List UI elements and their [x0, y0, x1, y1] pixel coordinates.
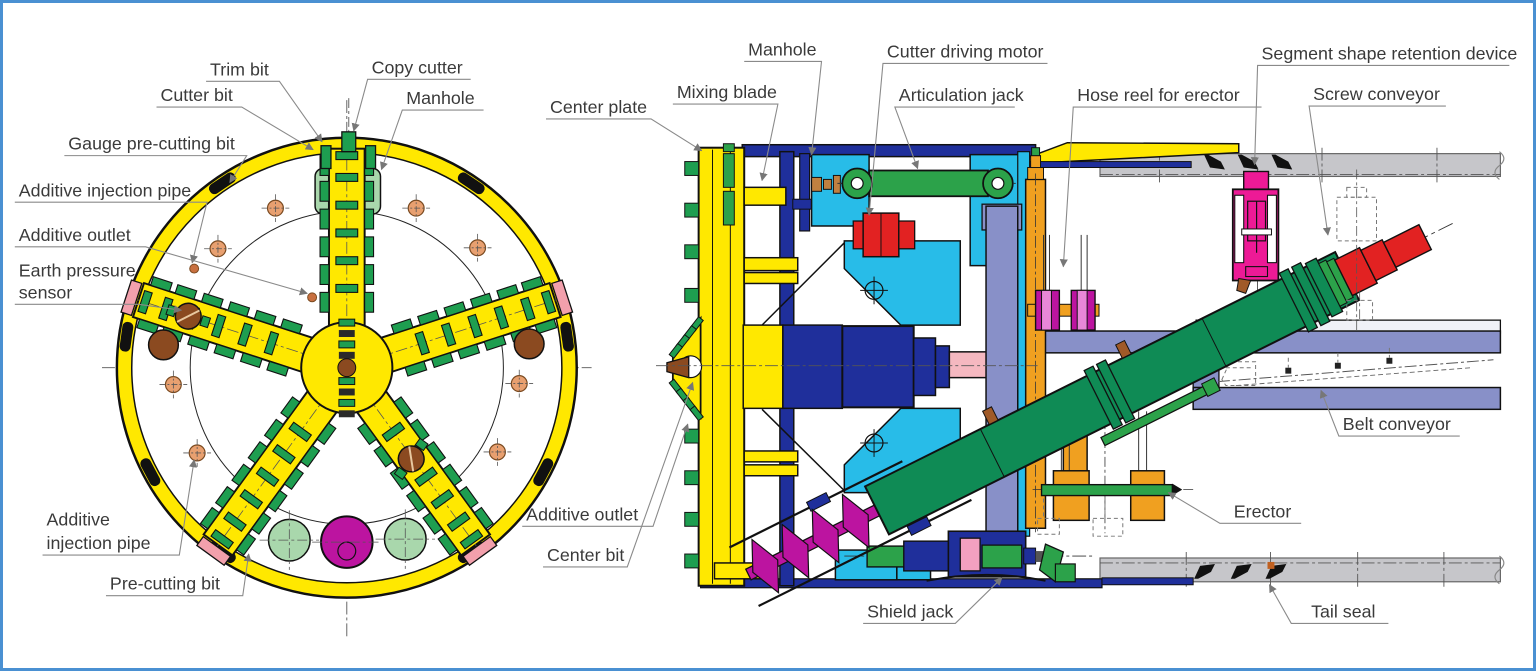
cutter-head-front-view — [102, 98, 592, 640]
label-cutter-driving-motor: Cutter driving motor — [887, 42, 1044, 62]
label-segment-shape-retention-device: Segment shape retention device — [1262, 43, 1518, 63]
tail-seal-part — [1194, 561, 1287, 579]
label-additive-injection-pipe-upper: Additive injection pipe — [19, 180, 192, 200]
segment-lining — [1099, 147, 1505, 588]
center-bit-part — [666, 355, 690, 379]
label-additive-outlet-front: Additive outlet — [19, 225, 131, 245]
label-manhole-side: Manhole — [748, 40, 816, 60]
label-copy-cutter: Copy cutter — [372, 57, 463, 77]
leader-lines — [14, 60, 1510, 624]
label-erector: Erector — [1234, 501, 1292, 521]
label-additive-injection-pipe-lower-line1: Additive — [47, 509, 111, 529]
shield-machine-diagram: Trim bit Copy cutter Cutter bit Manhole … — [14, 40, 1518, 640]
label-screw-conveyor: Screw conveyor — [1313, 84, 1440, 104]
label-articulation-jack: Articulation jack — [899, 85, 1024, 105]
main-drive — [742, 240, 996, 494]
articulation-jack-part — [811, 167, 1016, 200]
label-additive-outlet-side: Additive outlet — [526, 504, 638, 524]
shield-jack-part — [844, 530, 1096, 583]
label-manhole-front: Manhole — [406, 88, 474, 108]
label-additive-injection-pipe-lower-line2: injection pipe — [47, 533, 151, 553]
hose-reel-part — [1027, 234, 1100, 331]
segment-shape-retention-part — [1231, 167, 1280, 299]
label-cutter-bit: Cutter bit — [160, 85, 232, 105]
label-earth-pressure-sensor-line1: Earth pressure — [19, 261, 136, 281]
earth-pressure-sensor-left — [147, 329, 180, 361]
copy-cutter-front — [320, 98, 377, 170]
label-trim-bit: Trim bit — [210, 59, 269, 79]
screw-conveyor-part — [728, 222, 1454, 607]
label-tail-seal: Tail seal — [1311, 601, 1375, 621]
phantom-outlines — [1336, 169, 1378, 331]
label-center-bit: Center bit — [547, 545, 624, 565]
label-earth-pressure-sensor-line2: sensor — [19, 282, 73, 302]
label-mixing-blade: Mixing blade — [677, 82, 777, 102]
belt-conveyor-ghost — [1217, 347, 1494, 387]
label-gauge-pre-cutting-bit: Gauge pre-cutting bit — [68, 134, 235, 154]
label-center-plate: Center plate — [550, 97, 647, 117]
shield-machine-side-view — [656, 141, 1505, 607]
label-shield-jack: Shield jack — [867, 601, 953, 621]
additive-injection-ports — [158, 193, 534, 468]
auger — [744, 493, 881, 595]
earth-pressure-sensor-right — [513, 328, 545, 360]
labels: Trim bit Copy cutter Cutter bit Manhole … — [19, 40, 1518, 622]
cutter-driving-motor-part — [852, 212, 916, 258]
tail-skin — [1101, 577, 1194, 586]
center-bit-stack — [337, 318, 357, 418]
label-hose-reel-for-erector: Hose reel for erector — [1077, 85, 1240, 105]
bottom-openings — [258, 508, 436, 571]
label-belt-conveyor: Belt conveyor — [1343, 414, 1451, 434]
label-pre-cutting-bit: Pre-cutting bit — [110, 574, 220, 594]
mixing-blade-bar — [743, 186, 787, 206]
